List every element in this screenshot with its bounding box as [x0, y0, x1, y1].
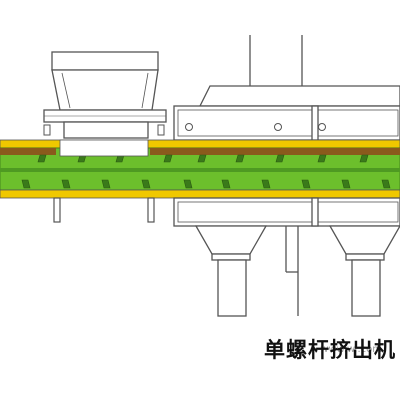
support-frame-lines	[249, 35, 303, 86]
barrel-bottom-wall	[0, 189, 400, 199]
screw-center-band	[0, 168, 400, 172]
heater-housing-bottom	[173, 197, 400, 227]
watermark: www.w..com	[320, 344, 382, 355]
hopper-bolts	[43, 124, 165, 136]
screw-flights-top	[37, 154, 369, 163]
discharge-funnel-right	[328, 225, 400, 317]
caption-area: www.w..com 单螺杆挤出机	[0, 330, 400, 370]
screw-flights-bottom	[21, 179, 391, 189]
feed-hopper	[43, 51, 167, 139]
heater-housing-top	[173, 85, 400, 141]
diagram-title: 单螺杆挤出机	[264, 338, 396, 362]
center-pipe	[285, 226, 299, 316]
support-legs	[53, 197, 155, 223]
discharge-funnel-left	[194, 225, 268, 317]
feed-throat	[59, 139, 149, 157]
